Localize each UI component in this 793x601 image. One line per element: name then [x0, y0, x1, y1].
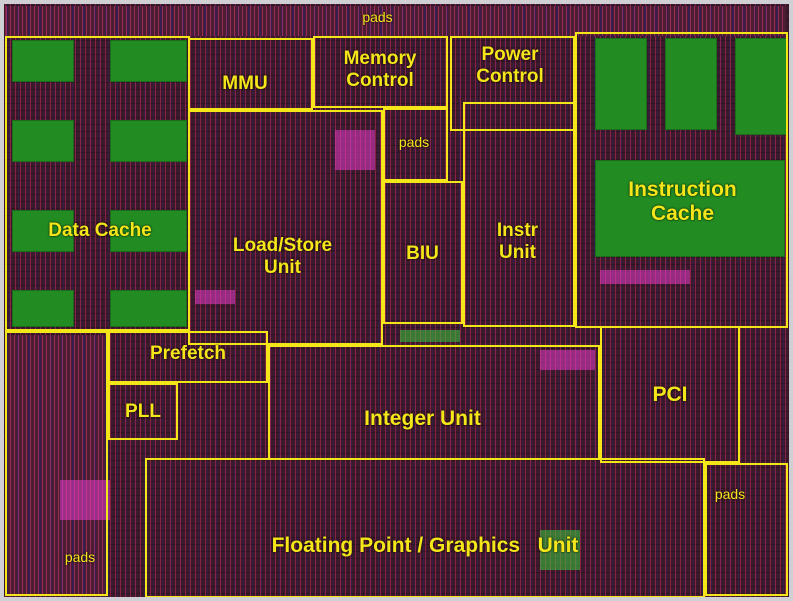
texture-top [6, 6, 786, 36]
label-biu: BIU [406, 243, 439, 264]
wiring-accent [540, 350, 595, 370]
pci-block [600, 326, 740, 463]
data-cache-sram [12, 290, 74, 327]
texture-left-bottom [6, 335, 106, 595]
label-instruction-cache: Instruction Cache [628, 178, 737, 226]
prefetch-block [108, 331, 268, 383]
label-pads-left: pads [64, 549, 96, 565]
instruction-cache-sram [595, 160, 785, 257]
wiring-accent [540, 530, 580, 570]
load-store-block [188, 110, 383, 345]
data-cache-sram [12, 210, 74, 252]
label-pads-top: pads [362, 9, 393, 25]
label-mmu: MMU [222, 73, 268, 94]
label-prefetch: Prefetch [149, 343, 227, 364]
mmu-block [188, 38, 313, 110]
data-cache-sram [110, 120, 187, 162]
instruction-cache-sram [665, 38, 717, 130]
wiring-accent [335, 130, 375, 170]
wiring-accent [195, 290, 235, 304]
wiring-accent [400, 330, 460, 342]
label-load-store: Load/Store Unit [232, 235, 333, 278]
pll-block [108, 383, 178, 440]
data-cache-sram [110, 210, 187, 252]
label-data-cache: Data Cache [48, 220, 152, 241]
data-cache-sram [12, 40, 74, 82]
label-pci: PCI [652, 383, 688, 406]
instruction-cache-sram [595, 38, 647, 130]
power-control-block [450, 36, 575, 131]
instruction-cache-sram [735, 38, 787, 135]
label-fpu: Floating Point / Graphics Unit [271, 534, 579, 557]
wiring-accent [600, 270, 690, 284]
data-cache-sram [110, 40, 187, 82]
label-pll: PLL [125, 401, 161, 422]
instr-unit-block [463, 102, 575, 327]
wiring-accent [60, 480, 110, 520]
left-pads-block [5, 331, 108, 596]
label-pads-mid: pads [398, 134, 430, 150]
label-pads-right: pads [714, 486, 746, 502]
memory-control-block [313, 36, 448, 108]
label-memory-control: Memory Control [343, 48, 417, 91]
label-integer-unit: Integer Unit [364, 407, 481, 430]
label-instr-unit: Instr Unit [496, 220, 539, 263]
data-cache-sram [110, 290, 187, 327]
biu-block [383, 181, 463, 324]
data-cache-sram [12, 120, 74, 162]
label-power-control: Power Control [476, 44, 544, 87]
right-pads-block [705, 463, 788, 596]
pads-inner-block [383, 108, 448, 181]
